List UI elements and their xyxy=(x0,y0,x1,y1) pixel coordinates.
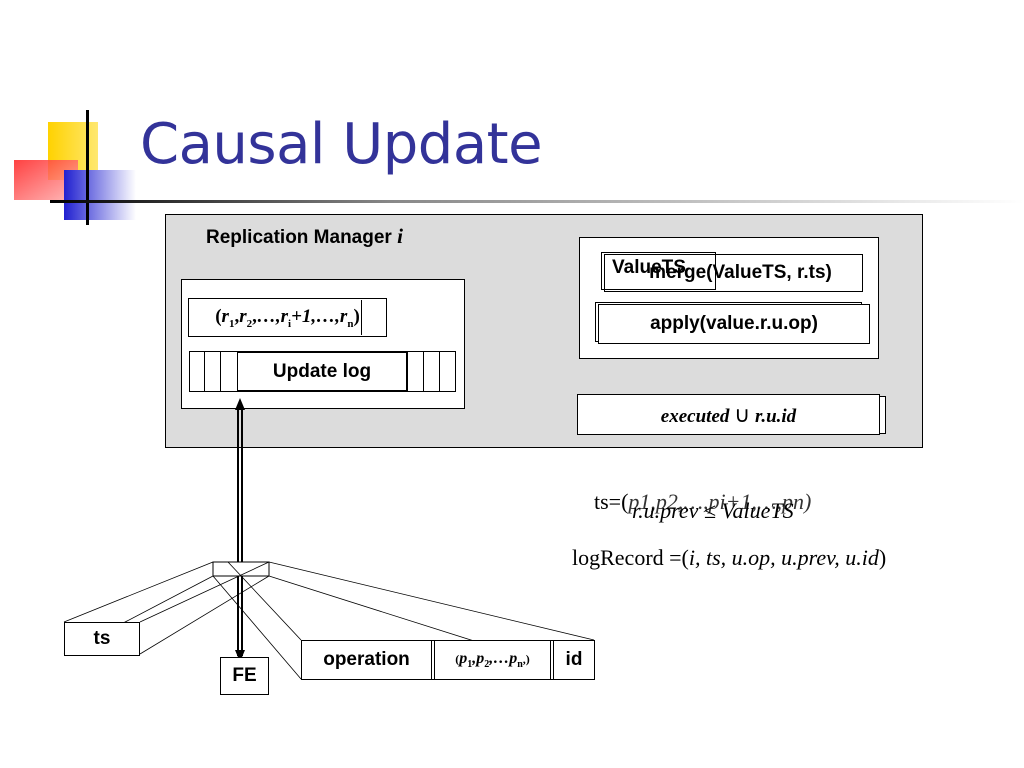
ts-formula-vector: p1,p2,…,pi+1,…,pn) xyxy=(628,489,812,514)
projection-line xyxy=(139,561,270,623)
prev-vector: (p1,p2,…pn,) xyxy=(455,649,530,671)
rm-label-text: Replication Manager xyxy=(206,227,398,248)
log-record-divider xyxy=(439,352,440,391)
id-label: id xyxy=(565,649,583,670)
ts-formula-prefix: ts=( xyxy=(594,489,629,514)
projection-line xyxy=(63,561,214,623)
projection-line xyxy=(212,575,302,680)
valuets-label: ValueTS xyxy=(612,257,686,278)
ts-formula: ts=(p1,p2,…,pi+1,…,pn) xyxy=(594,489,811,515)
operation-field: operation xyxy=(302,641,431,679)
operation-label: operation xyxy=(323,649,410,670)
prev-field: (p1,p2,…pn,) xyxy=(435,641,550,679)
arrow-head-down xyxy=(235,650,245,662)
replica-timestamp: (r1,r2,…,ri+1,…,rn) xyxy=(215,305,360,330)
arrow-head-up xyxy=(235,398,245,410)
log-record-divider xyxy=(407,352,408,391)
merge-label: merge(ValueTS, r.ts) xyxy=(649,262,832,283)
projection-line xyxy=(227,561,302,641)
logo-blue-square xyxy=(64,170,136,220)
record-divider xyxy=(550,641,551,679)
slide-logo xyxy=(14,110,1024,225)
executed-label: executed ∪ r.u.id xyxy=(660,401,797,427)
slide-title: Causal Update xyxy=(140,112,543,177)
fe-label: FE xyxy=(232,665,257,686)
operation-record xyxy=(301,640,595,680)
logo-vertical-line xyxy=(86,110,89,225)
logrecord-formula: logRecord =(i, ts, u.op, u.prev, u.id) xyxy=(572,545,887,570)
update-log-label: Update log xyxy=(237,352,407,391)
id-field: id xyxy=(554,641,594,679)
replica-timestamp-divider xyxy=(361,300,362,335)
log-record-divider xyxy=(220,352,221,391)
executed-box: executed ∪ r.u.id xyxy=(577,394,880,435)
projection-line xyxy=(268,561,595,641)
log-record-divider xyxy=(204,352,205,391)
apply-label: apply(value.r.u.op) xyxy=(650,313,818,334)
logo-horizontal-line xyxy=(50,200,1024,203)
merge-box: merge(ValueTS, r.ts) xyxy=(604,254,863,292)
ts-label: ts xyxy=(93,628,111,649)
record-divider xyxy=(434,641,435,679)
fe-box: FE xyxy=(220,657,269,695)
record-divider xyxy=(553,641,554,679)
record-divider xyxy=(431,641,432,679)
projection-line xyxy=(139,575,270,655)
rm-label-index: i xyxy=(397,224,403,248)
message-box xyxy=(212,561,270,577)
valuets-box: ValueTS xyxy=(601,252,716,290)
replica-timestamp-box: (r1,r2,…,ri+1,…,rn) xyxy=(188,298,387,337)
ts-box: ts xyxy=(64,622,140,656)
prev-condition: r.u.prev ≤ ValueTS xyxy=(632,498,794,523)
apply-box: apply(value.r.u.op) xyxy=(598,304,870,344)
log-record-divider xyxy=(423,352,424,391)
replication-manager-label: Replication Manager i xyxy=(206,224,403,249)
